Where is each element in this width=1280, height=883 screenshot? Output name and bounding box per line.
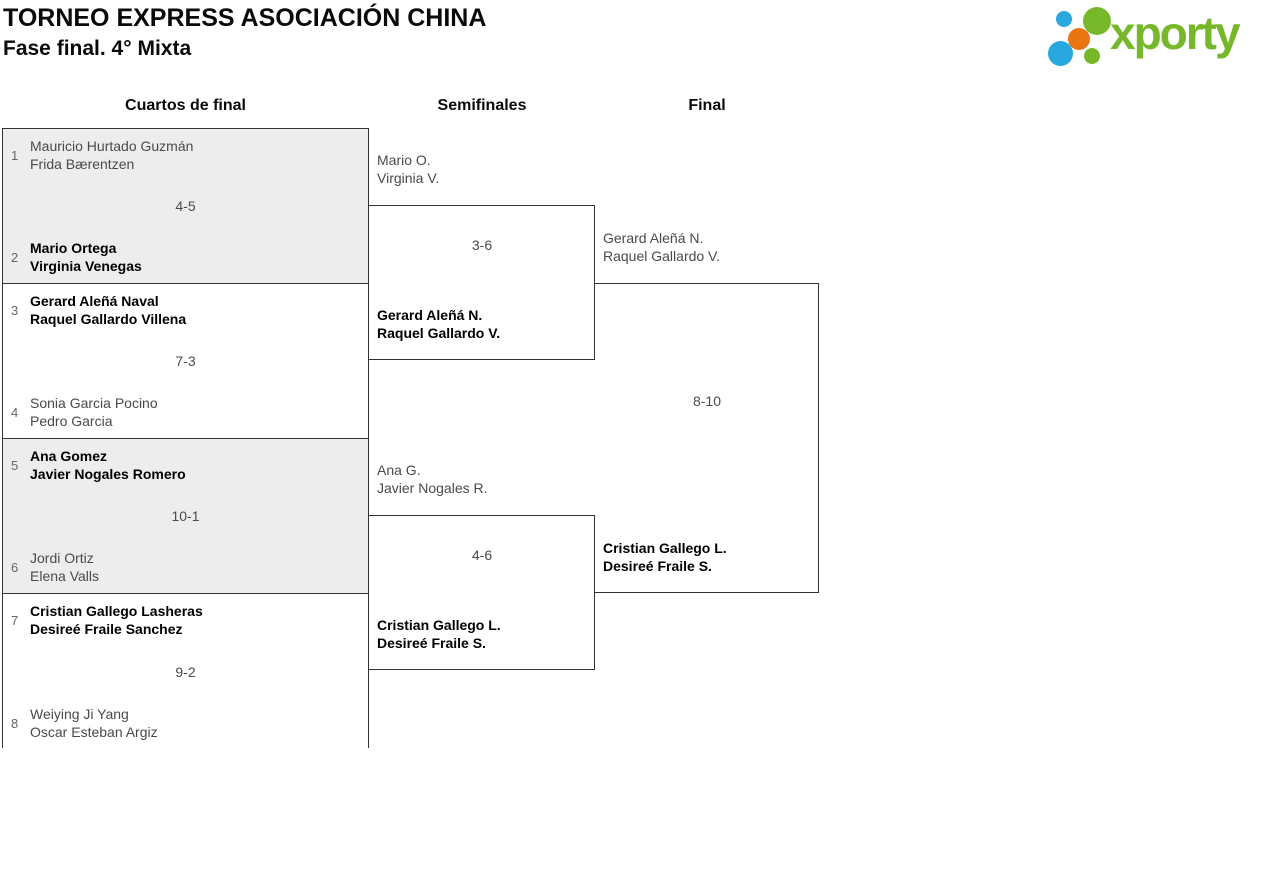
logo-dot-icon: [1068, 28, 1090, 50]
pair-semifinal-1-bottom: Gerard Aleñá N. Raquel Gallardo V.: [377, 306, 500, 342]
match-quarterfinal-1[interactable]: 1 Mauricio Hurtado Guzmán Frida Bærentze…: [3, 129, 368, 284]
player-name: Ana G.: [377, 462, 421, 478]
seed-number: 1: [11, 147, 19, 163]
xporty-logo[interactable]: xporty: [1046, 2, 1276, 72]
phase-subtitle: Fase final. 4° Mixta: [3, 37, 192, 60]
column-header-quarterfinals: Cuartos de final: [125, 97, 246, 114]
pair-seed-5: 5 Ana Gomez Javier Nogales Romero: [3, 447, 186, 483]
match-semifinal-1[interactable]: [369, 205, 595, 360]
logo-dot-icon: [1048, 41, 1073, 66]
player-name: Raquel Gallardo V.: [377, 325, 501, 341]
player-name: Virginia V.: [377, 170, 440, 186]
player-name: Cristian Gallego L.: [603, 540, 727, 556]
player-name: Pedro Garcia: [30, 413, 113, 429]
player-name: Desireé Fraile S.: [377, 635, 486, 651]
seed-number: 6: [11, 559, 19, 575]
quarterfinals-block: 1 Mauricio Hurtado Guzmán Frida Bærentze…: [2, 128, 369, 749]
seed-number: 7: [11, 612, 19, 628]
pair-semifinal-2-bottom: Cristian Gallego L. Desireé Fraile S.: [377, 616, 501, 652]
pair-seed-7: 7 Cristian Gallego Lasheras Desireé Frai…: [3, 602, 203, 638]
pair-seed-6: 6 Jordi Ortiz Elena Valls: [3, 549, 99, 585]
logo-dot-icon: [1084, 48, 1100, 64]
player-name: Gerard Aleñá Naval: [30, 293, 159, 309]
match-quarterfinal-4[interactable]: 7 Cristian Gallego Lasheras Desireé Frai…: [3, 594, 368, 749]
player-name: Mario O.: [377, 152, 431, 168]
pair-seed-3: 3 Gerard Aleñá Naval Raquel Gallardo Vil…: [3, 292, 186, 328]
pair-final-top: Gerard Aleñá N. Raquel Gallardo V.: [603, 229, 720, 265]
player-name: Cristian Gallego Lasheras: [30, 603, 203, 619]
player-name: Jordi Ortiz: [30, 550, 94, 566]
match-score: 4-6: [471, 547, 493, 563]
player-name: Ana Gomez: [30, 448, 108, 464]
seed-number: 5: [11, 457, 19, 473]
player-name: Mario Ortega: [30, 240, 117, 256]
pair-seed-1: 1 Mauricio Hurtado Guzmán Frida Bærentze…: [3, 137, 193, 173]
player-name: Elena Valls: [30, 568, 100, 584]
logo-dot-icon: [1083, 7, 1111, 35]
tournament-title: TORNEO EXPRESS ASOCIACIÓN CHINA: [3, 4, 487, 32]
pair-seed-4: 4 Sonia Garcia Pocino Pedro Garcia: [3, 394, 158, 430]
pair-semifinal-2-top: Ana G. Javier Nogales R.: [377, 461, 488, 497]
match-score: 10-1: [171, 508, 200, 524]
player-name: Raquel Gallardo V.: [603, 248, 721, 264]
seed-number: 4: [11, 404, 19, 420]
pair-seed-8: 8 Weiying Ji Yang Oscar Esteban Argiz: [3, 705, 158, 741]
match-final[interactable]: [595, 283, 819, 593]
player-name: Gerard Aleñá N.: [377, 307, 483, 323]
pair-semifinal-1-top: Mario O. Virginia V.: [377, 151, 439, 187]
column-header-final: Final: [688, 97, 726, 114]
logo-dot-icon: [1056, 11, 1072, 27]
match-semifinal-2[interactable]: [369, 515, 595, 670]
player-name: Desireé Fraile S.: [603, 558, 712, 574]
match-score: 7-3: [175, 353, 196, 369]
player-name: Raquel Gallardo Villena: [30, 311, 187, 327]
pair-final-bottom: Cristian Gallego L. Desireé Fraile S.: [603, 539, 727, 575]
player-name: Sonia Garcia Pocino: [30, 395, 158, 411]
seed-number: 3: [11, 302, 19, 318]
match-quarterfinal-2[interactable]: 3 Gerard Aleñá Naval Raquel Gallardo Vil…: [3, 284, 368, 439]
seed-number: 2: [11, 249, 19, 265]
player-name: Javier Nogales R.: [377, 480, 488, 496]
player-name: Frida Bærentzen: [30, 156, 135, 172]
player-name: Virginia Venegas: [30, 258, 142, 274]
player-name: Mauricio Hurtado Guzmán: [30, 138, 194, 154]
player-name: Cristian Gallego L.: [377, 617, 501, 633]
logo-wordmark: xporty: [1110, 7, 1241, 59]
match-score: 3-6: [471, 237, 493, 253]
seed-number: 8: [11, 715, 19, 731]
pair-seed-2: 2 Mario Ortega Virginia Venegas: [3, 239, 142, 275]
match-score: 9-2: [175, 663, 196, 680]
match-score: 8-10: [692, 393, 722, 409]
player-name: Oscar Esteban Argiz: [30, 724, 158, 740]
player-name: Gerard Aleñá N.: [603, 230, 704, 246]
match-quarterfinal-3[interactable]: 5 Ana Gomez Javier Nogales Romero 10-1 6…: [3, 439, 368, 594]
player-name: Desireé Fraile Sanchez: [30, 621, 183, 637]
player-name: Javier Nogales Romero: [30, 466, 186, 482]
player-name: Weiying Ji Yang: [30, 706, 129, 722]
match-score: 4-5: [175, 198, 196, 214]
column-header-semifinals: Semifinales: [437, 97, 527, 114]
